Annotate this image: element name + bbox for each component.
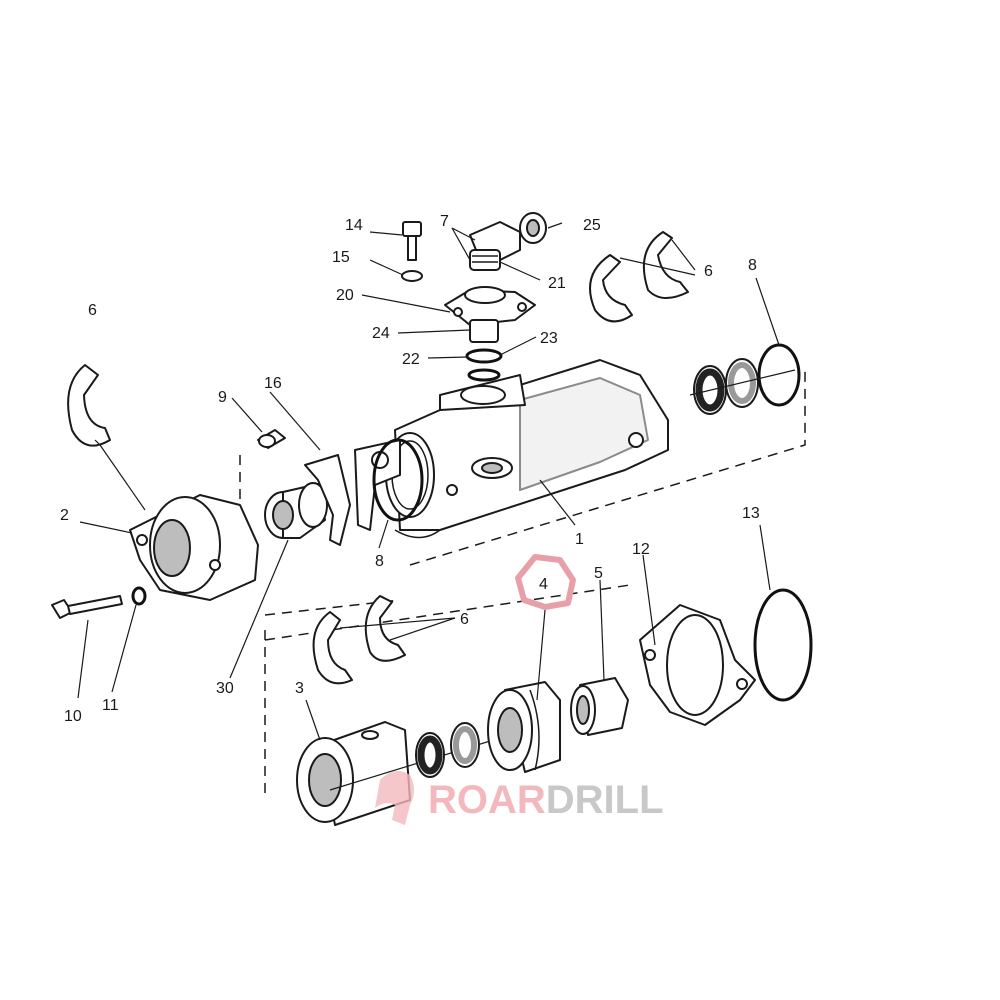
- bolt-part-top: [401, 221, 423, 282]
- cylinder-part: [296, 721, 501, 826]
- callout-labels: 14 7 25 15 21 20 6 8 24 23 22 6 16 9 2 8…: [60, 213, 760, 725]
- washer-part: [131, 586, 147, 606]
- callout-20: 20: [336, 287, 354, 304]
- watermark-part-1: ROAR: [428, 778, 546, 822]
- split-flange-part-right: [589, 231, 689, 323]
- lion-logo: [375, 771, 414, 825]
- callout-15: 15: [332, 249, 350, 266]
- sleeve-part: [570, 677, 629, 736]
- callout-1: 1: [575, 531, 584, 548]
- callout-12: 12: [632, 541, 650, 558]
- o-ring-part: [372, 438, 424, 522]
- callout-16: 16: [264, 375, 282, 392]
- callout-7: 7: [440, 213, 449, 230]
- callout-21: 21: [548, 275, 566, 292]
- highlight-marker: [515, 554, 576, 610]
- gasket-part: [639, 604, 756, 726]
- port-fitting-assembly: [444, 212, 547, 382]
- callout-11: 11: [102, 697, 119, 714]
- callout-25: 25: [583, 217, 601, 234]
- plug-part: [257, 429, 286, 449]
- split-flange-part-lower: [312, 595, 406, 685]
- callout-4: 4: [539, 576, 548, 593]
- callout-8-center: 8: [375, 553, 384, 570]
- callout-3: 3: [295, 680, 304, 697]
- callout-6-upper-left: 6: [88, 302, 97, 319]
- callout-10: 10: [64, 708, 82, 725]
- seal-rings-lower: [415, 722, 480, 778]
- callout-6-upper-right: 6: [704, 263, 713, 280]
- split-flange-part-left: [67, 364, 111, 447]
- watermark-part-2: DRILL: [546, 778, 664, 822]
- callout-9: 9: [218, 389, 227, 406]
- bushing-part: [264, 482, 328, 539]
- callout-22: 22: [402, 351, 420, 368]
- callout-2: 2: [60, 507, 69, 524]
- callout-14: 14: [345, 217, 363, 234]
- large-o-ring-part: [753, 588, 813, 702]
- tab-washer-part: [304, 454, 351, 546]
- main-housing-part: [354, 359, 669, 539]
- callout-24: 24: [372, 325, 390, 342]
- end-cap-part: [129, 494, 259, 601]
- piston-part: [487, 681, 561, 773]
- callout-6-lower: 6: [460, 611, 469, 628]
- seal-rings-upper-right: [689, 343, 801, 415]
- leader-lines: [77, 222, 780, 741]
- svg-text:ROARDRILL: ROARDRILL: [428, 778, 664, 822]
- callout-13: 13: [742, 505, 760, 522]
- bolt-part-left: [51, 595, 123, 619]
- callout-8-upper-right: 8: [748, 257, 757, 274]
- callout-23: 23: [540, 330, 558, 347]
- callout-5: 5: [594, 565, 603, 582]
- callout-30: 30: [216, 680, 234, 697]
- roardrill-watermark: ROARDRILL: [375, 771, 664, 825]
